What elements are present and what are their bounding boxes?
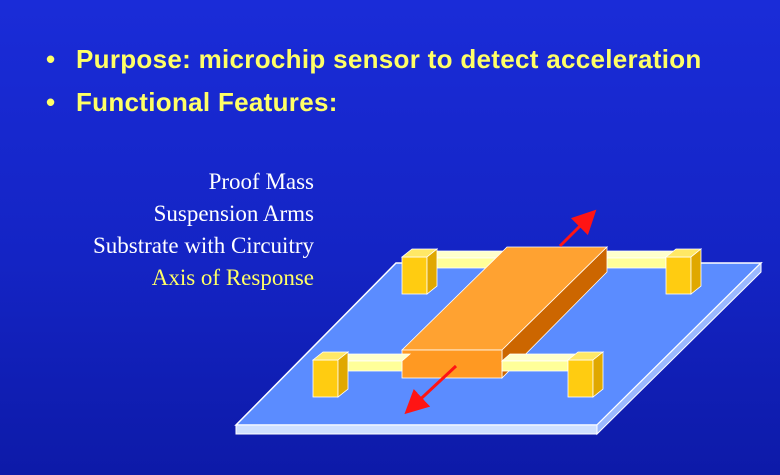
suspension-arm-back-right <box>596 250 678 269</box>
bullet-dot-icon: • <box>46 44 56 74</box>
bullet-list: • Purpose: microchip sensor to detect ac… <box>46 44 746 130</box>
bullet-functional-features: • Functional Features: <box>46 87 746 118</box>
suspension-arm-front-right <box>500 353 578 372</box>
label-proof-mass: Proof Mass <box>208 169 314 194</box>
anchor-back-right <box>664 248 703 295</box>
anchor-front-right <box>566 351 605 398</box>
bullet-dot-icon: • <box>46 87 56 117</box>
axis-arrow-down-icon <box>404 364 458 415</box>
proof-mass <box>401 246 608 379</box>
feature-label-list: Proof Mass Suspension Arms Substrate wit… <box>20 166 314 294</box>
suspension-arm-front-left <box>336 353 412 372</box>
label-axis-of-response: Axis of Response <box>151 265 314 290</box>
bullet-purpose: • Purpose: microchip sensor to detect ac… <box>46 44 746 75</box>
bullet-functional-features-text: Functional Features: <box>76 87 338 117</box>
anchor-front-left <box>311 351 350 398</box>
axis-arrow-up-icon <box>558 209 597 248</box>
label-substrate-with-circuitry: Substrate with Circuitry <box>92 233 314 258</box>
bullet-purpose-text: Purpose: microchip sensor to detect acce… <box>76 44 702 74</box>
label-suspension-arms: Suspension Arms <box>153 201 314 226</box>
anchor-back-left <box>400 248 439 295</box>
